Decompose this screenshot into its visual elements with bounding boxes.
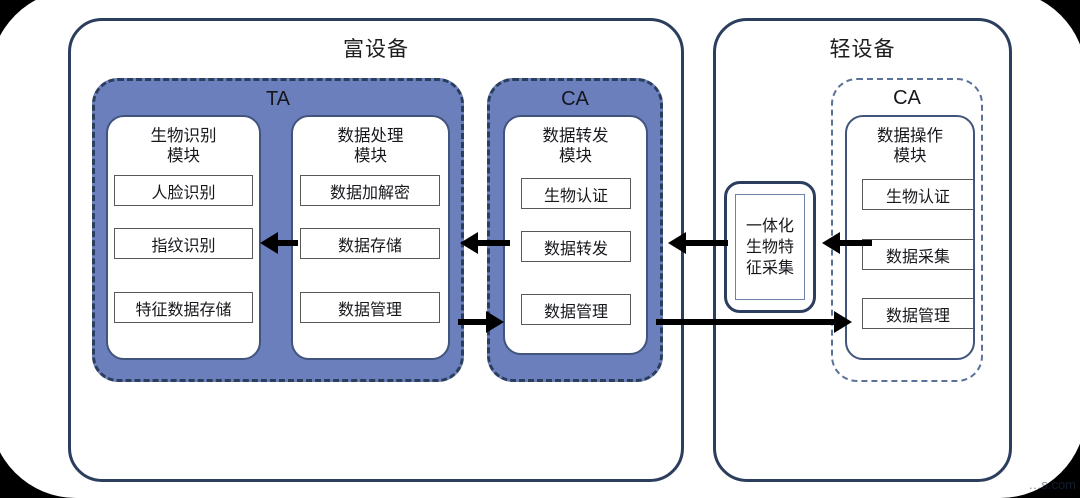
arrow-ca-rich-to-light-ca-shaft <box>656 319 836 325</box>
module-data-processing-title: 数据处理 模块 <box>293 126 448 166</box>
arrow-light-ca-to-collector-shaft <box>840 240 872 246</box>
collector-label-box: 一体化 生物特 征采集 <box>735 194 805 300</box>
module-biometric-recognition-title: 生物识别 模块 <box>108 126 259 166</box>
collector-label: 一体化 生物特 征采集 <box>746 216 794 279</box>
module-title-line-1: 数据转发 <box>542 127 609 145</box>
collector-label-line-1: 一体化 <box>745 217 794 235</box>
module-title-line-2: 模块 <box>559 147 592 165</box>
module-title-line-2: 模块 <box>893 147 927 165</box>
arrow-processing-to-ca-head <box>486 311 504 333</box>
zone-ca-light-title: CA <box>893 87 921 109</box>
module-title-line-2: 模块 <box>354 147 387 165</box>
arrow-ca-to-processing-shaft <box>478 240 510 246</box>
arrow-light-ca-to-collector-head <box>822 232 840 254</box>
item-data-management-processing: 数据管理 <box>300 292 440 323</box>
module-title-line-1: 数据处理 <box>337 127 404 145</box>
collector-label-line-3: 征采集 <box>745 259 794 277</box>
item-data-management-forwarding: 数据管理 <box>521 294 631 325</box>
module-title-line-2: 模块 <box>167 147 200 165</box>
arrow-processing-to-ca-shaft <box>458 319 488 325</box>
arrow-collector-to-ca-rich-head <box>668 232 686 254</box>
module-data-forwarding-title: 数据转发 模块 <box>505 126 646 166</box>
module-data-operation-title: 数据操作 模块 <box>847 126 973 166</box>
module-title-line-1: 生物识别 <box>150 127 217 145</box>
item-data-encrypt-decrypt: 数据加解密 <box>300 175 440 206</box>
item-feature-data-storage: 特征数据存储 <box>114 292 253 323</box>
zone-ca-rich-title: CA <box>561 88 589 110</box>
arrow-ca-to-processing-head <box>460 232 478 254</box>
item-bio-auth-rich: 生物认证 <box>521 178 631 209</box>
watermark: …s.com <box>1028 477 1076 492</box>
item-data-storage: 数据存储 <box>300 228 440 259</box>
item-bio-auth-light: 生物认证 <box>862 179 974 210</box>
item-data-forwarding: 数据转发 <box>521 231 631 262</box>
arrow-ca-rich-to-light-ca-head <box>834 311 852 333</box>
module-title-line-1: 数据操作 <box>877 127 943 145</box>
arrow-processing-to-recognition-shaft <box>278 240 298 246</box>
collector-label-line-2: 生物特 <box>745 238 794 256</box>
item-data-collection: 数据采集 <box>862 239 974 270</box>
device-light-title: 轻设备 <box>829 38 896 61</box>
item-face-recognition: 人脸识别 <box>114 175 253 206</box>
device-rich-title: 富设备 <box>343 38 409 61</box>
arrow-collector-to-ca-rich-shaft <box>686 240 728 246</box>
arrow-processing-to-recognition-head <box>260 232 278 254</box>
zone-ta-title: TA <box>265 88 291 110</box>
item-data-management-light: 数据管理 <box>862 298 974 329</box>
item-fingerprint-recognition: 指纹识别 <box>114 228 253 259</box>
